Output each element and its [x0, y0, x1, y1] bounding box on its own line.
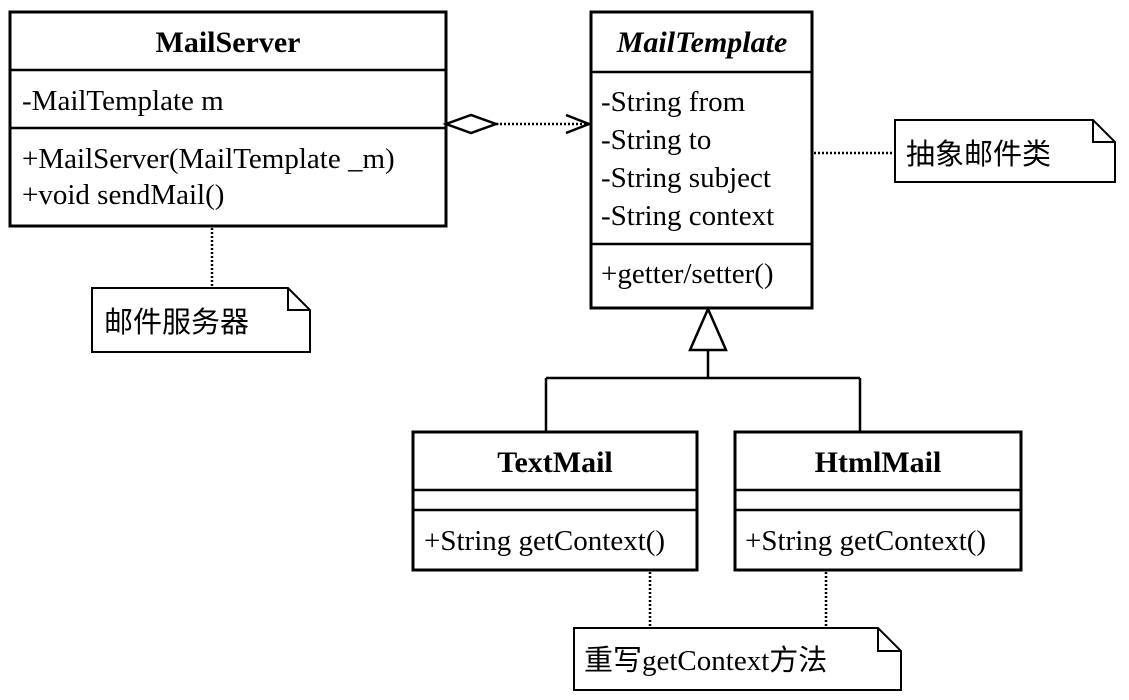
- class-mail-template-attribute: -String context: [601, 200, 774, 232]
- class-mail-server[interactable]: MailServer -MailTemplate m +MailServer(M…: [8, 10, 448, 228]
- class-html-mail-name: HtmlMail: [815, 446, 942, 479]
- class-mail-template-attribute: -String from: [601, 86, 746, 118]
- class-mail-template[interactable]: MailTemplate -String from -String to -St…: [589, 10, 814, 310]
- note-override-text: 重写getContext方法: [584, 644, 827, 677]
- note-folded-corner-icon: [877, 628, 901, 652]
- class-mail-server-operation: +MailServer(MailTemplate _m): [22, 143, 395, 175]
- generalization-connector: [544, 305, 862, 432]
- note-shape: [573, 627, 902, 691]
- note-mail-server-text: 邮件服务器: [104, 306, 249, 339]
- note-mail-template[interactable]: 抽象邮件类: [814, 119, 1116, 183]
- note-mail-server[interactable]: 邮件服务器: [91, 228, 311, 353]
- class-mail-template-attribute: -String subject: [601, 162, 771, 194]
- class-mail-server-box: [8, 10, 448, 228]
- class-mail-server-name: MailServer: [156, 26, 301, 59]
- note-shape: [894, 119, 1116, 183]
- class-html-mail-box: [733, 430, 1023, 572]
- note-folded-corner-icon: [287, 288, 310, 311]
- open-arrowhead-icon: [565, 113, 593, 135]
- class-mail-template-operation: +getter/setter(): [601, 258, 774, 290]
- class-mail-server-attribute: -MailTemplate m: [22, 85, 224, 117]
- class-html-mail[interactable]: HtmlMail +String getContext(): [733, 430, 1023, 572]
- class-mail-server-operation: +void sendMail(): [22, 179, 224, 211]
- class-mail-template-box: [589, 10, 814, 310]
- class-text-mail-name: TextMail: [497, 446, 613, 479]
- aggregation-diamond-icon: [442, 113, 500, 135]
- class-mail-template-attribute: -String to: [601, 124, 711, 156]
- note-folded-corner-icon: [1092, 120, 1115, 143]
- class-mail-template-name: MailTemplate: [616, 26, 788, 59]
- inheritance-triangle-icon: [688, 305, 728, 352]
- class-text-mail[interactable]: TextMail +String getContext(): [411, 430, 699, 572]
- note-mail-template-text: 抽象邮件类: [906, 138, 1051, 171]
- note-override[interactable]: 重写getContext方法: [573, 572, 902, 691]
- class-text-mail-operation: +String getContext(): [424, 525, 665, 557]
- class-text-mail-box: [411, 430, 699, 572]
- class-html-mail-operation: +String getContext(): [745, 525, 986, 557]
- note-shape: [91, 287, 311, 353]
- aggregation-connector: [442, 113, 593, 135]
